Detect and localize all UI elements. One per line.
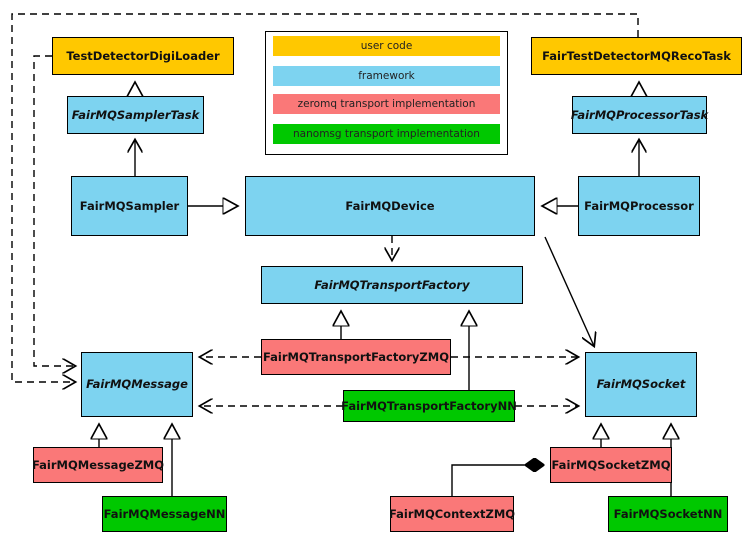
edge-device-socket: [544, 236, 594, 346]
legend-item-nanomsg: nanomsg transport implementation: [273, 124, 500, 144]
class-node-fairmqcontextzmq[interactable]: FairMQContextZMQ: [389, 496, 515, 532]
class-node-fairmqdevice[interactable]: FairMQDevice: [245, 176, 535, 236]
edge-socketzmq-contextzmq: [451, 465, 543, 496]
class-node-testdetectordigiloader[interactable]: TestDetectorDigiLoader: [52, 37, 234, 75]
class-node-fairmqprocessor[interactable]: FairMQProcessor: [578, 176, 700, 236]
legend-item-zeromq: zeromq transport implementation: [273, 94, 500, 114]
legend-item-framework: framework: [273, 66, 500, 86]
class-node-fairmqmessage[interactable]: FairMQMessage: [81, 352, 193, 417]
class-node-fairmqmessagezmq[interactable]: FairMQMessageZMQ: [32, 447, 164, 483]
class-node-fairmqprocessortask[interactable]: FairMQProcessorTask: [571, 96, 708, 134]
legend-item-user-code: user code: [273, 36, 500, 56]
class-node-fairmqmessagenn[interactable]: FairMQMessageNN: [102, 496, 227, 532]
class-node-fairmqsocketnn[interactable]: FairMQSocketNN: [608, 496, 728, 532]
class-node-fairmqsamplertask[interactable]: FairMQSamplerTask: [67, 96, 204, 134]
class-node-fairmqtransportfactory[interactable]: FairMQTransportFactory: [261, 266, 523, 304]
class-node-fairtestdetectormqrecotask[interactable]: FairTestDetectorMQRecoTask: [531, 37, 742, 75]
edge-digiloader-to-message: [33, 55, 75, 366]
class-node-fairmqsampler[interactable]: FairMQSampler: [71, 176, 188, 236]
class-node-fairmqtransportfactoryzmq[interactable]: FairMQTransportFactoryZMQ: [261, 339, 451, 375]
edge-recotask-to-message: [11, 13, 639, 382]
class-node-fairmqtransportfactorynn[interactable]: FairMQTransportFactoryNN: [341, 390, 517, 422]
class-node-fairmqsocketzmq[interactable]: FairMQSocketZMQ: [550, 447, 672, 483]
class-node-fairmqsocket[interactable]: FairMQSocket: [585, 352, 697, 417]
